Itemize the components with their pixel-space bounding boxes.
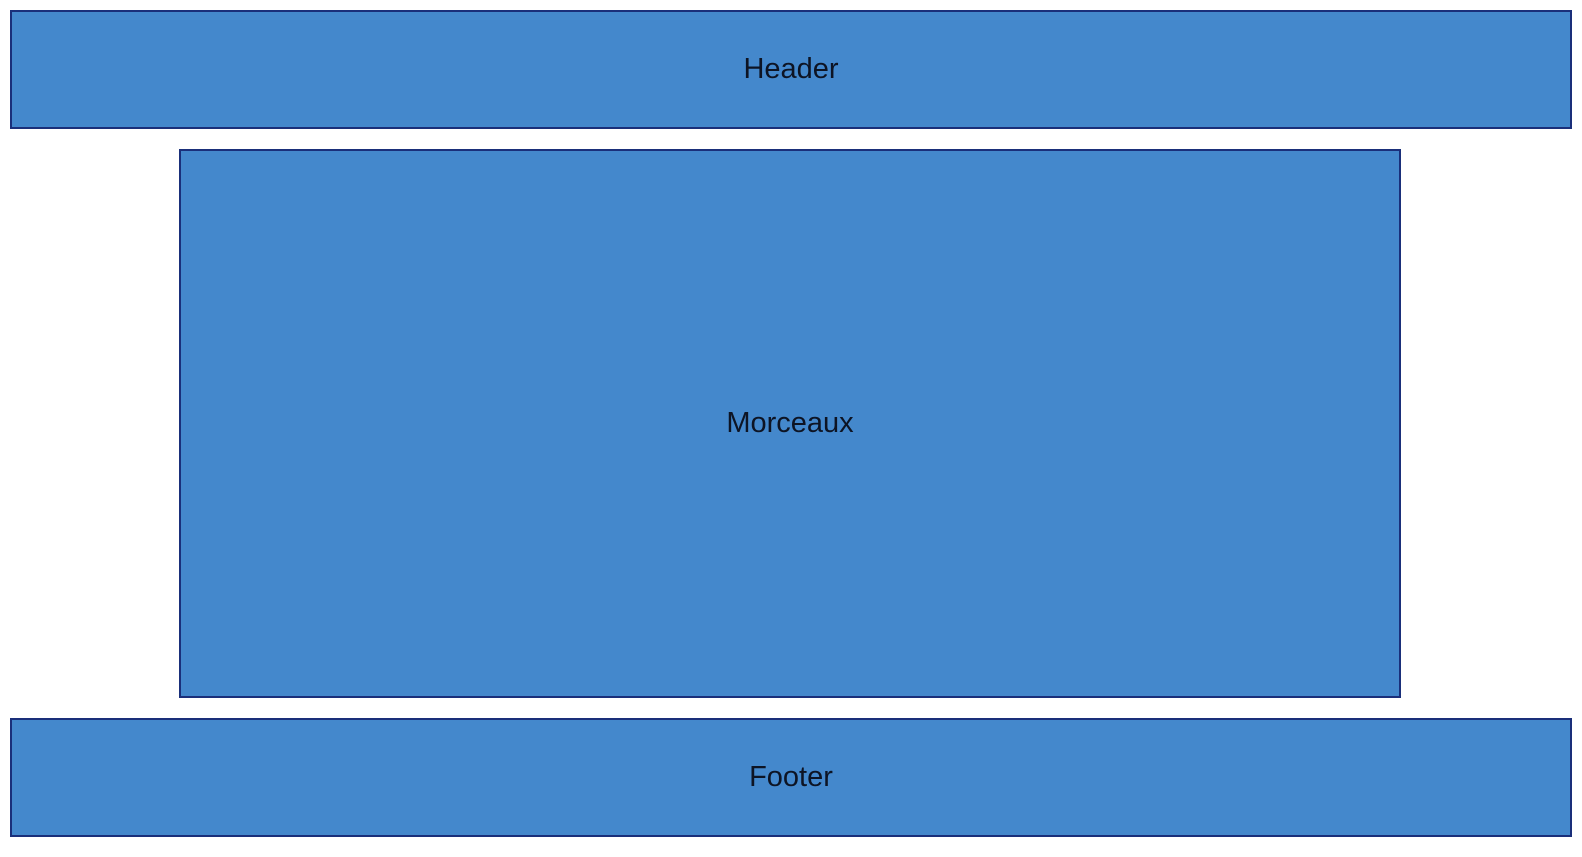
footer-block: Footer (10, 718, 1572, 837)
header-label: Header (743, 53, 839, 85)
footer-label: Footer (749, 761, 833, 793)
main-content-label: Morceaux (726, 407, 854, 439)
header-block: Header (10, 10, 1572, 129)
main-content-block: Morceaux (179, 149, 1401, 698)
